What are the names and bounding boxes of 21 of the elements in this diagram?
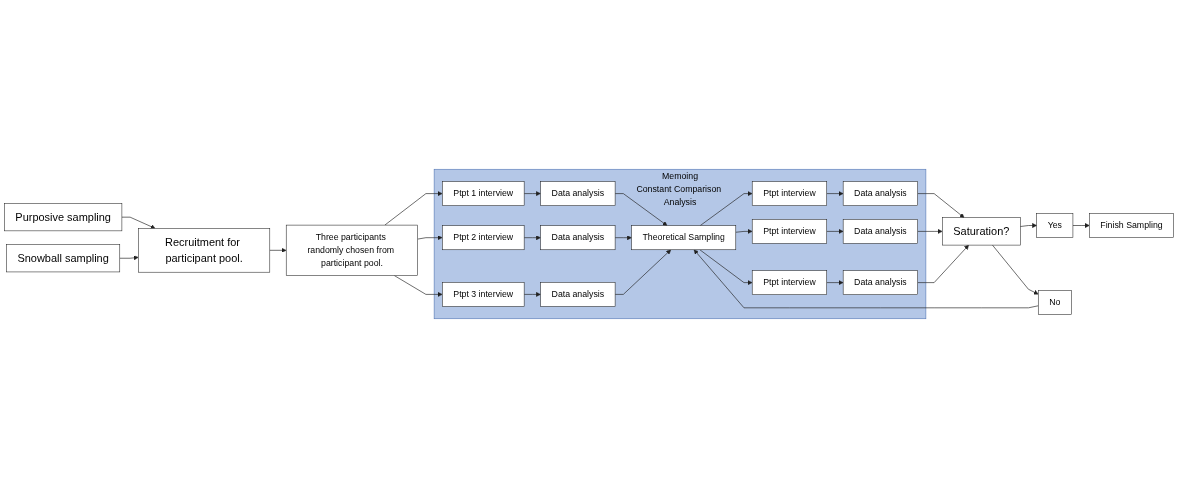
node-box: Ptpt 2 interview	[442, 225, 525, 251]
node-box: Three participants randomly chosen from participant pool.	[285, 224, 418, 276]
node-box: Data analysis	[842, 270, 918, 295]
node-box: Yes	[1036, 213, 1074, 238]
node-box: Snowball sampling	[6, 244, 121, 273]
node-box: Ptpt 1 interview	[442, 181, 525, 206]
node-box: Recruitment for participant pool.	[138, 228, 271, 273]
node-box: Theoretical Sampling	[631, 225, 737, 251]
node-box: Ptpt interview	[751, 219, 827, 244]
node-box: Purposive sampling	[4, 203, 123, 232]
node-box: Data analysis	[842, 181, 918, 206]
node-box: Ptpt 3 interview	[442, 282, 525, 307]
node-box: Data analysis	[540, 282, 616, 307]
node-box: Finish Sampling	[1089, 213, 1174, 238]
node-box: Data analysis	[540, 181, 616, 206]
node-box: No	[1038, 290, 1072, 315]
node-box: Data analysis	[842, 219, 918, 244]
node-box: Data analysis	[540, 225, 616, 251]
node-box: Ptpt interview	[751, 181, 827, 206]
node-box: Saturation?	[942, 217, 1021, 246]
node-box: Ptpt interview	[751, 270, 827, 295]
